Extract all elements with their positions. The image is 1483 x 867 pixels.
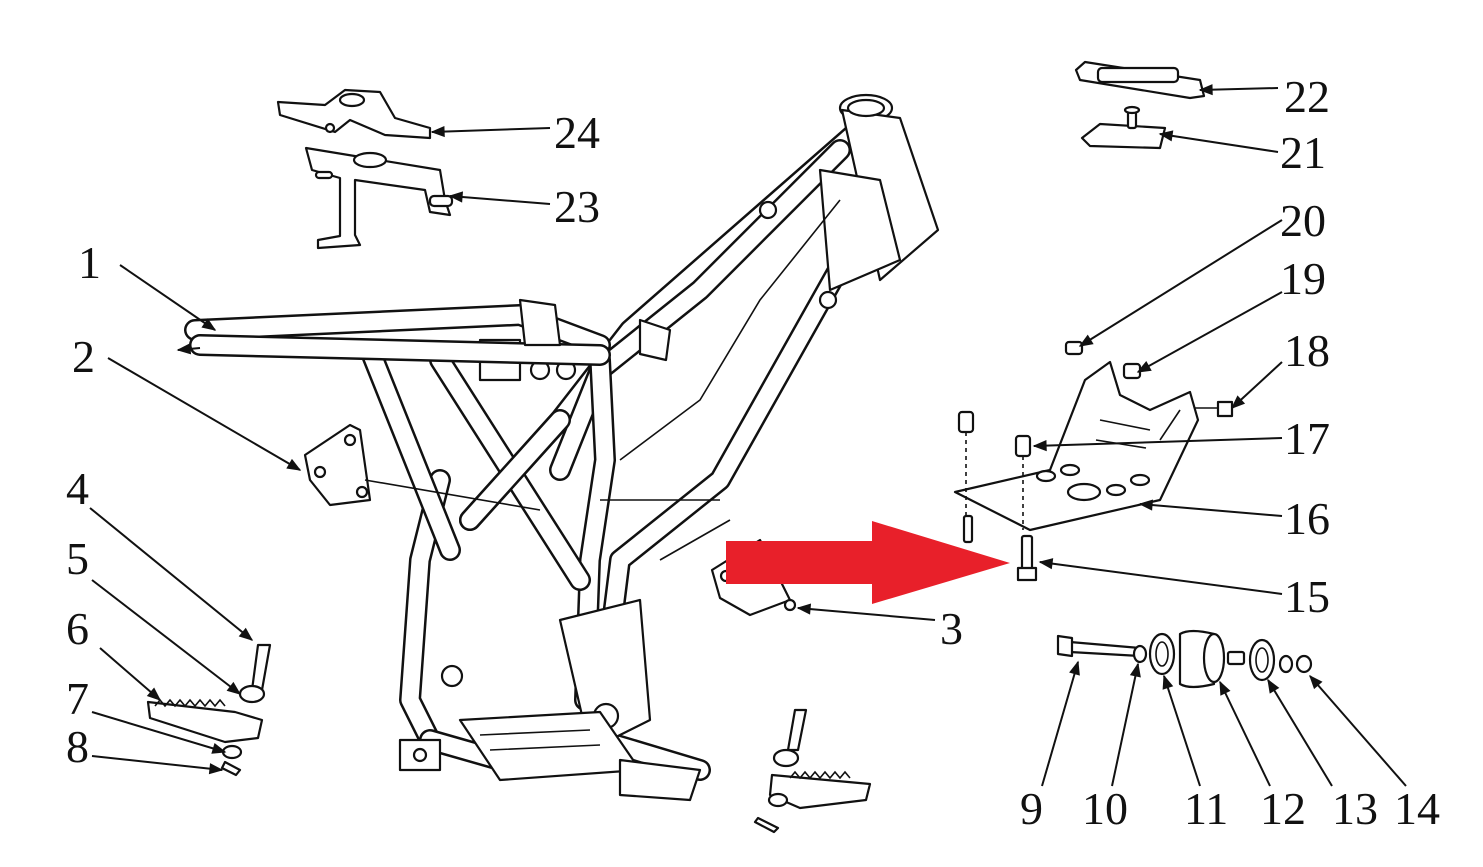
part-label-11: 11 [1184,783,1228,834]
part-label-8: 8 [66,721,89,772]
part-label-21: 21 [1280,127,1326,178]
bracket-2 [303,423,541,511]
pivot-assembly [1056,629,1313,689]
part-label-17: 17 [1284,413,1330,464]
part-label-12: 12 [1260,783,1306,834]
part-label-24: 24 [554,107,600,158]
part-label-9: 9 [1020,783,1043,834]
highlight-arrow [726,521,1010,604]
part-label-16: 16 [1284,493,1330,544]
part-label-13: 13 [1332,783,1378,834]
part-label-6: 6 [66,603,89,654]
part-label-20: 20 [1280,195,1326,246]
part-labels: 1 2 3 4 5 6 7 8 9 10 11 12 13 14 15 16 1… [66,71,1440,834]
part-label-23: 23 [554,181,600,232]
part-label-7: 7 [66,673,89,724]
part-label-14: 14 [1394,783,1440,834]
part-label-3: 3 [940,603,963,654]
part-label-2: 2 [72,331,95,382]
part-label-15: 15 [1284,571,1330,622]
bracket-24 [276,88,432,140]
part-label-10: 10 [1082,783,1128,834]
part-label-19: 19 [1280,253,1326,304]
footpeg-right [753,708,872,834]
part-label-1: 1 [78,237,101,288]
bracket-23 [304,146,454,250]
part-label-4: 4 [66,463,89,514]
footpeg-left [146,643,272,777]
plate-21 [1080,105,1167,150]
part-label-5: 5 [66,533,89,584]
rear-subframe-loop [176,298,611,366]
leader-lines [89,84,1407,787]
main-frame [359,93,940,802]
part-label-22: 22 [1284,71,1330,122]
skid-plate [953,340,1234,582]
part-label-18: 18 [1284,325,1330,376]
plate-22 [1074,60,1206,100]
